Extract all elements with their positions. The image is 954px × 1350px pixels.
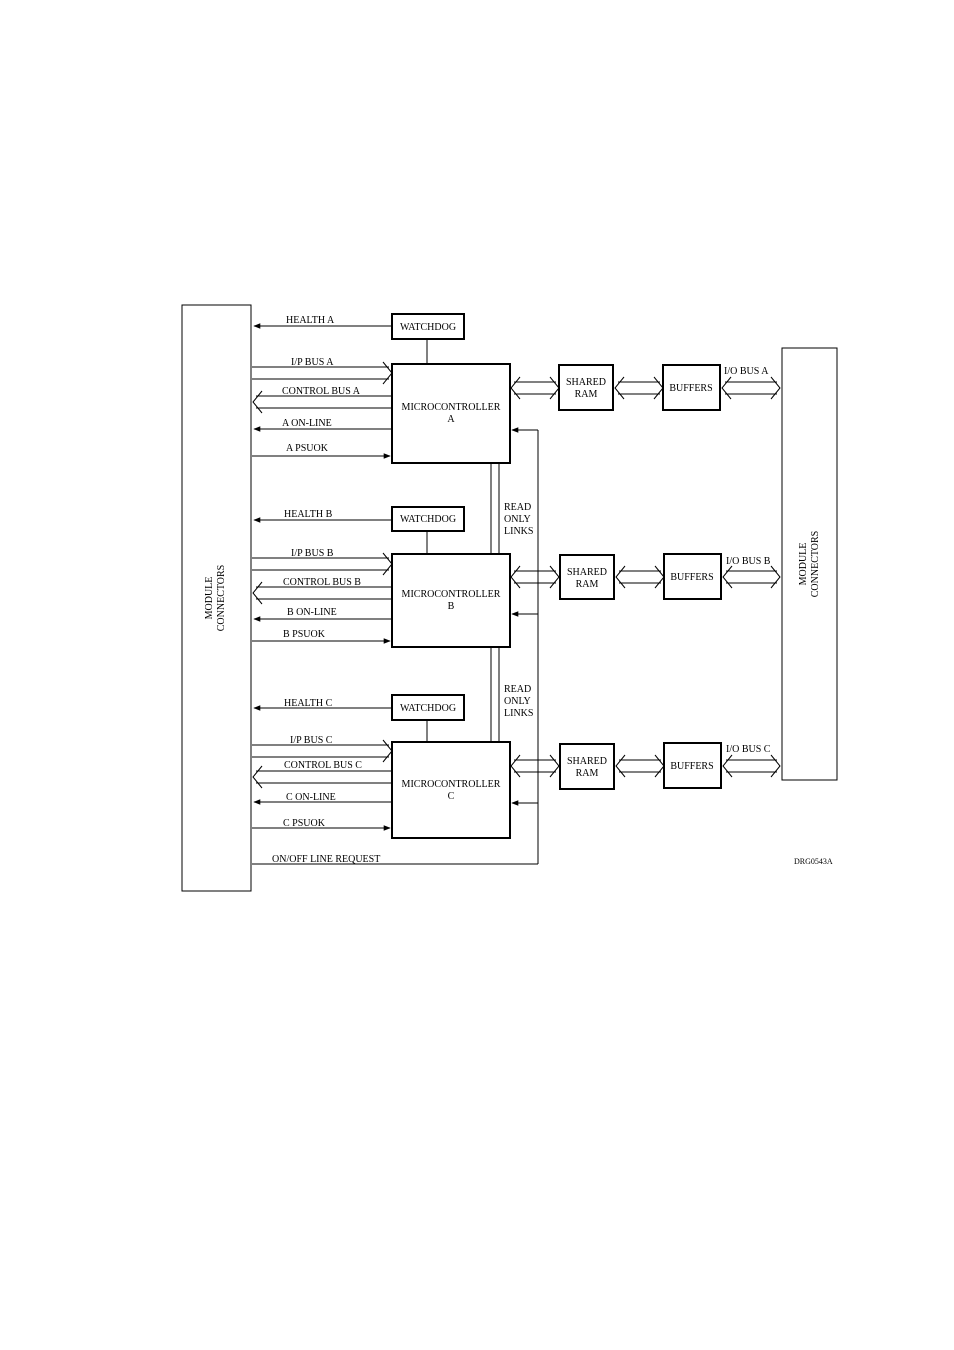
psuok-a-label: A PSUOK	[286, 443, 329, 454]
buffers-a-box	[662, 364, 721, 411]
ip-bus-c-label: I/P BUS C	[290, 735, 333, 746]
watchdog-c-label: WATCHDOG	[400, 703, 456, 714]
read-only-links-ab-label-2: ONLY	[504, 514, 531, 525]
io-bus-a-label: I/O BUS A	[724, 366, 769, 377]
online-b-label: B ON-LINE	[287, 607, 337, 618]
watchdog-b-label: WATCHDOG	[400, 514, 456, 525]
shared-ram-b-label-2: RAM	[576, 579, 599, 590]
control-bus-a-label: CONTROL BUS A	[282, 386, 361, 397]
microcontroller-a-label: MICROCONTROLLER	[402, 402, 501, 413]
microcontroller-a-id: A	[447, 414, 455, 425]
control-bus-b-arrow	[252, 581, 263, 605]
shared-ram-b-label-1: SHARED	[567, 567, 607, 578]
microcontroller-c-box	[391, 741, 511, 839]
control-bus-a-arrow	[252, 390, 263, 414]
channel-b: WATCHDOG HEALTH B MICROCONTROLLER B I/P …	[252, 506, 781, 648]
health-b-label: HEALTH B	[284, 509, 333, 520]
control-bus-c-arrow	[252, 765, 263, 789]
right-connector-label-2: CONNECTORS	[810, 531, 821, 598]
microcontroller-a-box	[391, 363, 511, 464]
microcontroller-b-id: B	[448, 601, 455, 612]
drawing-reference: DRG0543A	[794, 857, 833, 866]
control-bus-b-label: CONTROL BUS B	[283, 577, 361, 588]
online-a-label: A ON-LINE	[282, 418, 332, 429]
onoff-request-label: ON/OFF LINE REQUEST	[272, 854, 380, 865]
read-only-links-ab: READ ONLY LINKS	[490, 463, 533, 554]
microcontroller-c-label: MICROCONTROLLER	[402, 779, 501, 790]
buffers-c-box	[663, 742, 722, 789]
read-only-links-bc-label-1: READ	[504, 684, 531, 695]
right-module-connectors: MODULE CONNECTORS	[781, 347, 838, 781]
shared-ram-c-box	[559, 743, 615, 790]
ip-bus-a-label: I/P BUS A	[291, 357, 334, 368]
watchdog-c-box	[391, 694, 465, 721]
read-only-links-bc: READ ONLY LINKS	[490, 647, 533, 742]
shared-ram-a-label-1: SHARED	[566, 377, 606, 388]
control-bus-c-label: CONTROL BUS C	[284, 760, 362, 771]
left-connector-label-1: MODULE	[204, 577, 215, 620]
buffers-c-label: BUFFERS	[670, 761, 713, 772]
io-bus-c-label: I/O BUS C	[726, 744, 771, 755]
left-module-connectors: MODULE CONNECTORS	[181, 304, 252, 892]
shared-ram-a-label-2: RAM	[575, 389, 598, 400]
onoff-line-request: ON/OFF LINE REQUEST	[252, 427, 539, 865]
buffers-b-label: BUFFERS	[670, 572, 713, 583]
ip-bus-c-arrow	[382, 739, 393, 763]
microcontroller-b-box	[391, 553, 511, 648]
right-connector-label-1: MODULE	[798, 543, 809, 586]
shared-ram-c-label-1: SHARED	[567, 756, 607, 767]
shared-ram-b-box	[559, 554, 615, 600]
watchdog-b-box	[391, 506, 465, 532]
read-only-links-bc-label-2: ONLY	[504, 696, 531, 707]
watchdog-a-box	[391, 313, 465, 340]
read-only-links-ab-label-1: READ	[504, 502, 531, 513]
watchdog-a-label: WATCHDOG	[400, 322, 456, 333]
channel-c: WATCHDOG HEALTH C MICROCONTROLLER C I/P …	[252, 694, 781, 839]
shared-ram-a-box	[558, 364, 614, 411]
microcontroller-b-label: MICROCONTROLLER	[402, 589, 501, 600]
ip-bus-a-arrow	[382, 361, 393, 385]
read-only-links-ab-label-3: LINKS	[504, 526, 533, 537]
health-a-label: HEALTH A	[286, 315, 335, 326]
psuok-b-label: B PSUOK	[283, 629, 326, 640]
ip-bus-b-label: I/P BUS B	[291, 548, 334, 559]
left-connector-label-2: CONNECTORS	[216, 565, 227, 632]
ip-bus-b-arrow	[382, 552, 393, 576]
buffers-b-box	[663, 553, 722, 600]
buffers-a-label: BUFFERS	[669, 383, 712, 394]
psuok-c-label: C PSUOK	[283, 818, 326, 829]
online-c-label: C ON-LINE	[286, 792, 336, 803]
health-c-label: HEALTH C	[284, 698, 333, 709]
io-bus-b-label: I/O BUS B	[726, 556, 771, 567]
read-only-links-bc-label-3: LINKS	[504, 708, 533, 719]
microcontroller-c-id: C	[448, 791, 455, 802]
shared-ram-c-label-2: RAM	[576, 768, 599, 779]
channel-a: WATCHDOG HEALTH A MICROCONTROLLER A I/P …	[252, 313, 781, 464]
